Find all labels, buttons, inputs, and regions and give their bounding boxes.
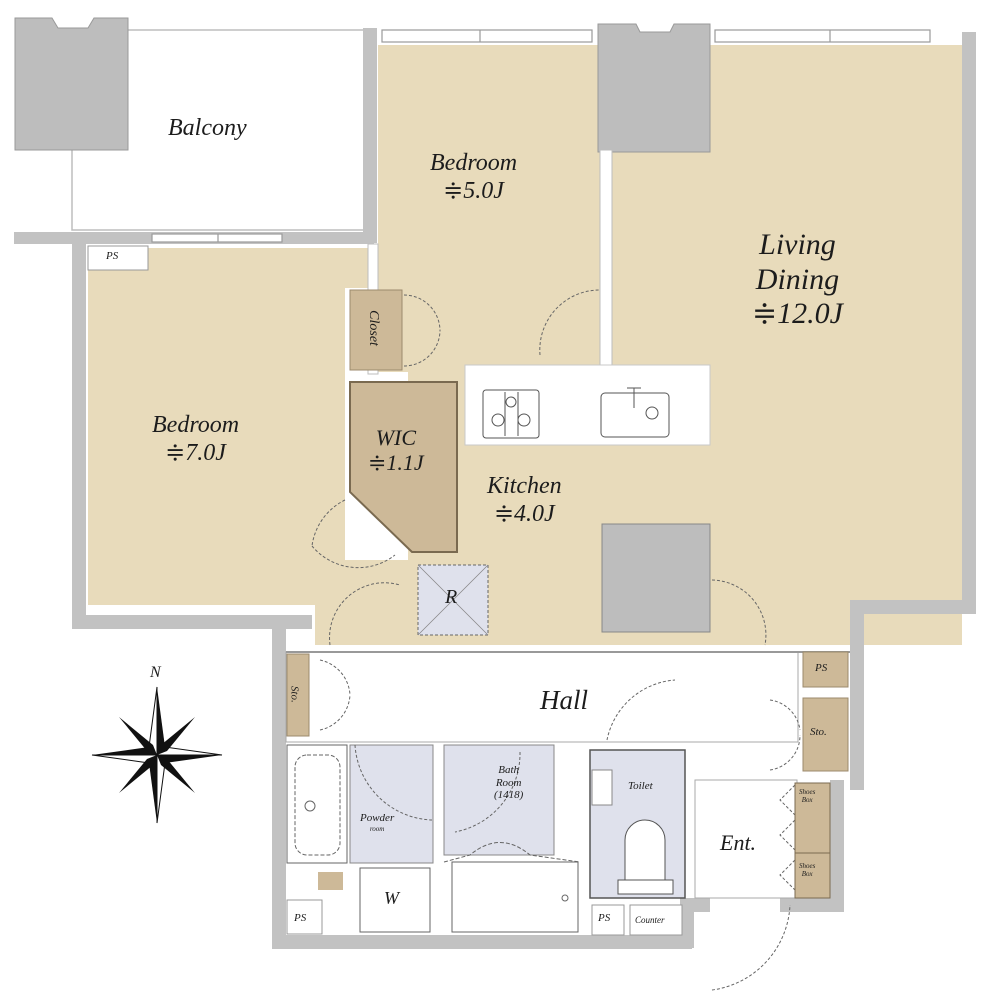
powder-room xyxy=(349,744,434,864)
room-label-ps-toilet: PS xyxy=(598,912,611,924)
ps-entrance xyxy=(802,651,849,688)
room-name: Bedroom xyxy=(152,412,240,438)
window xyxy=(151,29,931,243)
room-name: Powder xyxy=(360,812,395,824)
room-label-ps-bath: PS xyxy=(294,912,307,924)
hall-floor xyxy=(285,651,799,743)
room-area: ≑5.0J xyxy=(443,177,504,204)
storage-west xyxy=(286,653,310,737)
room-label-wic: WIC ≑1.1J xyxy=(368,425,424,476)
wall xyxy=(272,615,286,945)
room-label-bath-room: Bath Room (1418) xyxy=(494,764,523,802)
bedroom-west-floor xyxy=(88,248,408,645)
room-name: Box xyxy=(801,870,813,879)
room-label-closet: Closet xyxy=(365,310,381,346)
room-label-powder-room: Powder room xyxy=(360,812,394,833)
column xyxy=(601,523,711,633)
room-label-bedroom-north: Bedroom ≑5.0J xyxy=(430,150,517,205)
shoe-box-lower xyxy=(794,852,831,899)
storage-entrance xyxy=(802,697,849,772)
bathtub xyxy=(286,744,348,864)
room-area: ≑4.0J xyxy=(493,500,555,527)
sink-icon xyxy=(600,387,670,438)
wall xyxy=(72,615,312,629)
shoe-box-upper xyxy=(794,782,831,854)
walk-in-closet xyxy=(349,381,458,553)
room-area: ≑12.0J xyxy=(752,297,843,330)
room-area: ≑7.0J xyxy=(165,439,226,466)
bedroom-north-floor xyxy=(378,45,600,372)
wall xyxy=(830,780,844,910)
bath-unit xyxy=(451,861,579,933)
room-label-kitchen: Kitchen ≑4.0J xyxy=(487,473,562,528)
wall xyxy=(363,28,377,243)
wall xyxy=(962,32,976,612)
room-size: (1418) xyxy=(494,789,524,802)
room-label-living-dining: Living Dining ≑12.0J xyxy=(752,228,843,332)
room-name: room xyxy=(369,824,385,833)
room-label-ps-bedroom: PS xyxy=(106,250,119,262)
room-label-counter: Counter xyxy=(635,915,665,925)
room-name: Box xyxy=(801,796,813,805)
room-label-shoe-box-upper: Shoes Box xyxy=(799,788,815,804)
closet xyxy=(349,289,403,371)
room-name: Dining xyxy=(755,262,840,296)
wall xyxy=(680,898,694,948)
room-name: Shoes xyxy=(799,788,816,796)
wall xyxy=(72,232,86,627)
compass-rose-icon xyxy=(91,686,223,824)
room-label-toilet: Toilet xyxy=(628,780,653,792)
room-name: WIC xyxy=(375,425,417,450)
room-label-balcony: Balcony xyxy=(168,115,247,141)
wall xyxy=(272,935,692,949)
column xyxy=(597,23,711,153)
room-label-washer: W xyxy=(384,888,399,908)
wall xyxy=(780,898,844,912)
room-label-hall: Hall xyxy=(540,685,589,715)
bath-room xyxy=(443,744,555,856)
wall xyxy=(850,600,864,790)
room-label-storage-entrance: Sto. xyxy=(810,726,827,738)
stove-icon xyxy=(482,389,540,439)
room-label-storage-west: Sto. xyxy=(288,685,301,703)
washer-space xyxy=(359,867,431,933)
room-name: Bedroom xyxy=(430,150,518,176)
room-name: Room xyxy=(495,776,522,789)
room-area: ≑1.1J xyxy=(368,450,424,476)
room-name: Shoes xyxy=(799,862,816,870)
compass-north-label: N xyxy=(150,664,161,681)
room-label-entrance: Ent. xyxy=(720,830,757,855)
room-label-refrigerator: R xyxy=(445,586,458,608)
ps-bedroom xyxy=(87,245,149,271)
entrance-floor xyxy=(694,779,798,899)
room-name: Living xyxy=(759,228,836,261)
wall xyxy=(850,600,976,614)
room-label-shoe-box-lower: Shoes Box xyxy=(799,862,815,878)
room-label-bedroom-west: Bedroom ≑7.0J xyxy=(152,412,239,467)
room-label-ps-entrance: PS xyxy=(815,662,828,674)
column xyxy=(14,17,129,151)
bedroom-passage-floor xyxy=(315,560,410,645)
kitchen-counter xyxy=(464,364,711,446)
room-name: Bath xyxy=(498,764,520,776)
room-name: Kitchen xyxy=(487,473,562,499)
